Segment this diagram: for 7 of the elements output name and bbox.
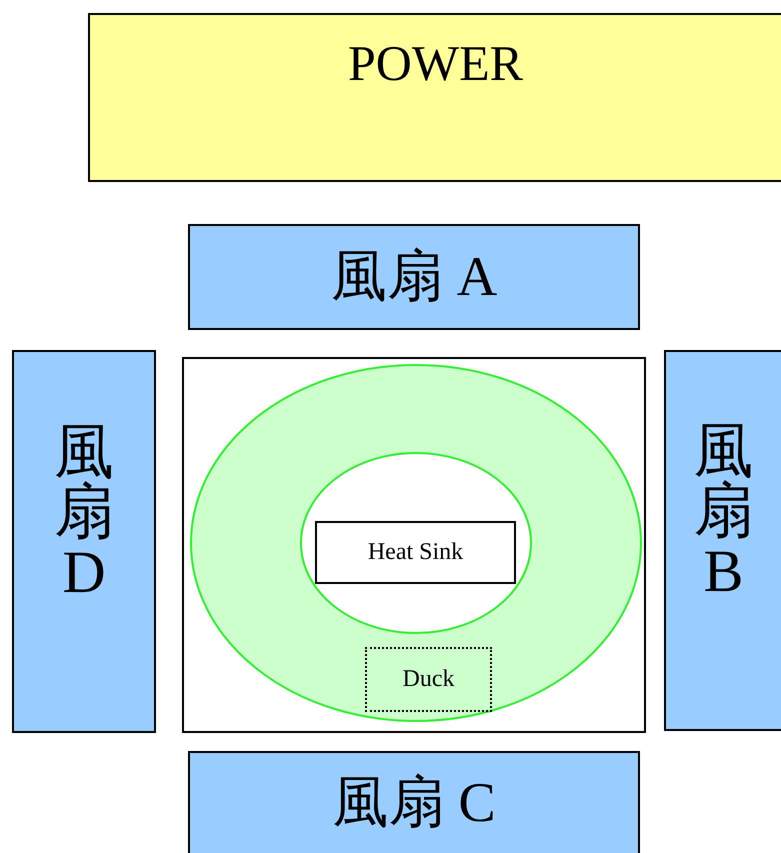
heat-sink-box: Heat Sink	[315, 521, 516, 584]
duck-box: Duck	[365, 647, 492, 712]
power-box: POWER	[88, 13, 781, 182]
fan-box: 風扇 B	[664, 350, 781, 731]
fan-box: 風扇 D	[12, 350, 156, 733]
fan-box: 風扇 C	[188, 751, 640, 853]
fan-box: 風扇 A	[188, 224, 640, 330]
